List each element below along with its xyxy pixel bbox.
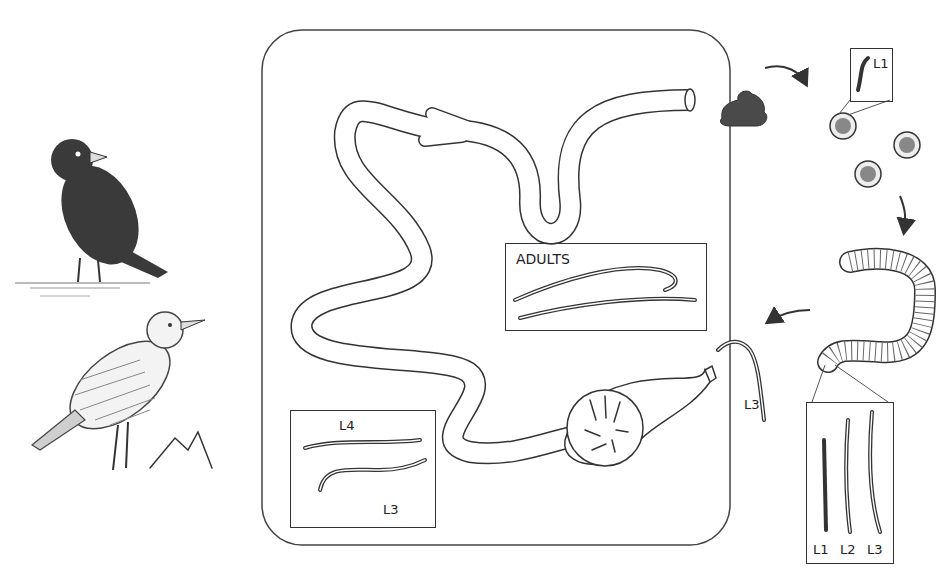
- thrush-figure: [32, 312, 212, 470]
- stage-label: L2: [840, 543, 856, 556]
- feces: [720, 91, 766, 126]
- stage-label: L3: [867, 543, 883, 556]
- earthworm-larvae-box: L1 L2 L3: [806, 402, 894, 564]
- blackbird-figure: [15, 139, 168, 296]
- stage-label: L3: [383, 503, 399, 516]
- eggs: [830, 58, 920, 187]
- stage-label: L1: [813, 543, 829, 556]
- larva-inset-box: L1: [850, 48, 893, 102]
- adults-inset-box: ADULTS: [505, 243, 707, 331]
- stage-label: L1: [873, 57, 889, 70]
- stage-label: L4: [339, 419, 355, 432]
- earthworm: [812, 259, 925, 402]
- host-frame: [262, 30, 730, 545]
- stage-heading: ADULTS: [516, 252, 570, 266]
- larvae-inset-box: L4L3: [290, 410, 436, 528]
- stage-label: L3: [744, 398, 760, 411]
